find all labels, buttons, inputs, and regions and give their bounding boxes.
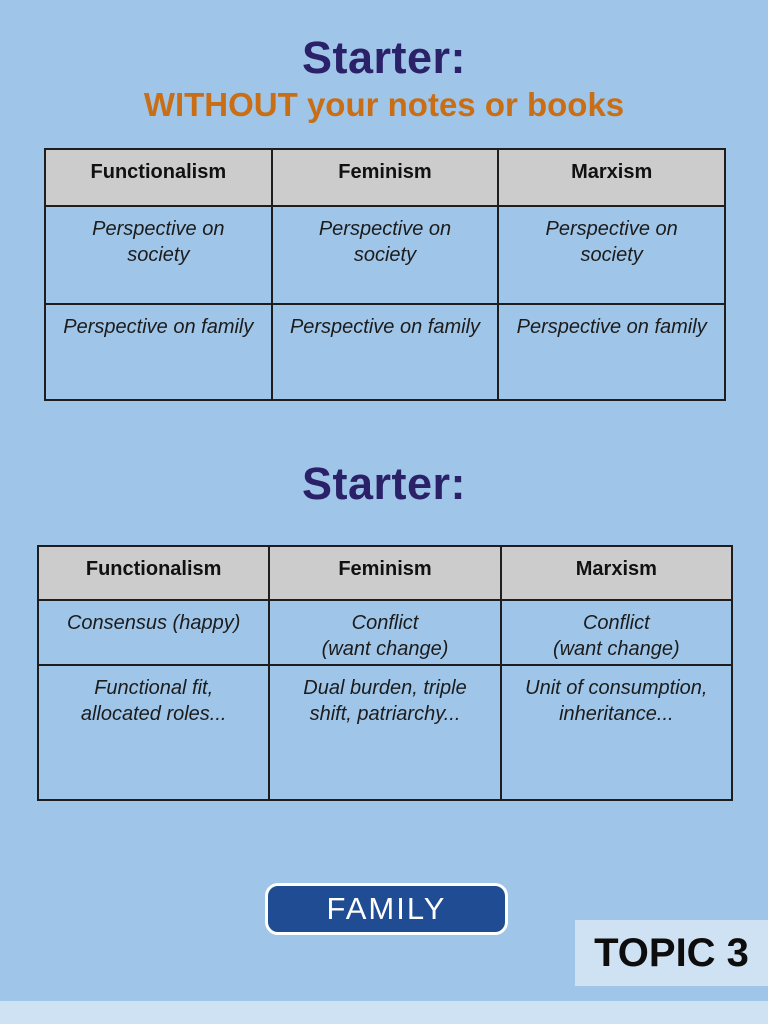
starter-title-1: Starter: <box>301 32 467 83</box>
column-header-functionalism: Functionalism <box>44 148 273 207</box>
table-cell: Conflict (want change) <box>268 599 502 666</box>
table-header-row: Functionalism Feminism Marxism <box>44 148 726 207</box>
answers-table: Functionalism Feminism Marxism Consensus… <box>36 545 734 801</box>
table-cell: Perspective on family <box>270 303 500 401</box>
table-cell: Dual burden, triple shift, patriarchy... <box>268 663 502 801</box>
column-header-marxism: Marxism <box>499 545 734 601</box>
starter-title-2: Starter: <box>301 458 467 509</box>
table-row: Functional fit, allocated roles... Dual … <box>36 663 734 801</box>
table-cell: Perspective on society <box>44 205 273 305</box>
table-cell: Conflict (want change) <box>499 599 734 666</box>
table-row: Perspective on family Perspective on fam… <box>44 303 726 401</box>
table-header-row: Functionalism Feminism Marxism <box>36 545 734 601</box>
table-row: Consensus (happy) Conflict (want change)… <box>36 599 734 666</box>
table-cell: Consensus (happy) <box>36 599 271 666</box>
table-cell: Perspective on society <box>497 205 726 305</box>
column-header-functionalism: Functionalism <box>36 545 271 601</box>
table-cell: Perspective on society <box>270 205 500 305</box>
table-row: Perspective on society Perspective on so… <box>44 205 726 305</box>
table-cell: Perspective on family <box>44 303 273 401</box>
column-header-marxism: Marxism <box>497 148 726 207</box>
table-cell: Perspective on family <box>497 303 726 401</box>
family-button-label: FAMILY <box>326 891 447 926</box>
family-button[interactable]: FAMILY <box>265 883 508 935</box>
perspectives-table: Functionalism Feminism Marxism Perspecti… <box>44 148 726 401</box>
bottom-strip <box>0 1001 768 1024</box>
column-header-feminism: Feminism <box>268 545 502 601</box>
table-cell: Functional fit, allocated roles... <box>36 663 271 801</box>
table-cell: Unit of consumption, inheritance... <box>499 663 734 801</box>
topic-badge-label: TOPIC 3 <box>594 930 749 975</box>
column-header-feminism: Feminism <box>270 148 500 207</box>
topic-badge: TOPIC 3 <box>575 920 768 986</box>
starter-subtitle: WITHOUT your notes or books <box>143 86 625 123</box>
